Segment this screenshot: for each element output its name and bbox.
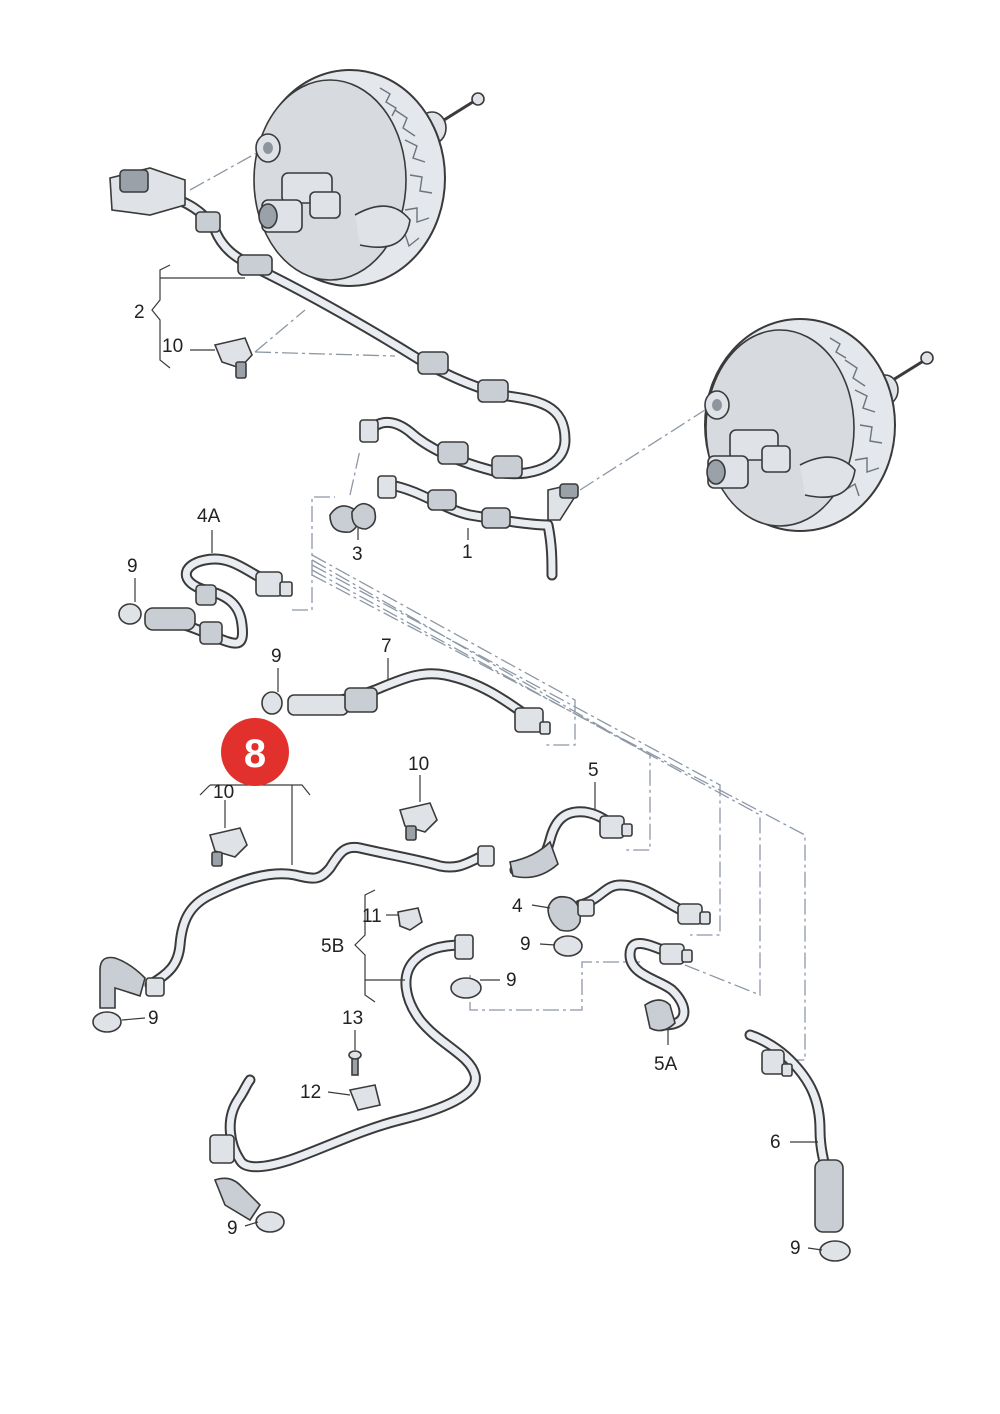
- callout-5: 5: [588, 760, 599, 781]
- hose-1: [377, 475, 579, 581]
- callout-10-left: 10: [213, 782, 234, 803]
- callout-9-hose5b: 9: [506, 970, 517, 991]
- callout-9-bottom-left: 9: [227, 1218, 238, 1239]
- callout-2: 2: [134, 302, 145, 323]
- hose-8: [99, 841, 495, 1009]
- hose-5b: [209, 934, 481, 1222]
- clamps: [92, 603, 851, 1262]
- callout-4: 4: [512, 896, 523, 917]
- brake-booster-upper: [253, 69, 485, 287]
- hose-4a: [144, 553, 293, 649]
- hose-7: [287, 668, 551, 735]
- callout-5a: 5A: [654, 1054, 678, 1075]
- hose-2: [109, 167, 571, 480]
- callout-labels: 2 10 4A 9 3 1 9 7 10 10 5 4 11 5B 9 9 9 …: [127, 302, 801, 1259]
- callout-11: 11: [362, 906, 382, 927]
- callout-5b: 5B: [321, 936, 344, 957]
- callout-9-hose7: 9: [271, 646, 282, 667]
- brake-booster-lower: [704, 318, 934, 532]
- badge-label: 8: [244, 732, 266, 776]
- holders: [208, 337, 438, 1111]
- hose-5a: [624, 938, 693, 1032]
- callout-10-mid: 10: [408, 754, 429, 775]
- hose-4: [547, 879, 711, 932]
- callout-9-hose8: 9: [148, 1008, 159, 1029]
- callout-3: 3: [352, 544, 363, 565]
- highlight-badge: 8: [221, 718, 289, 786]
- callout-9-4a: 9: [127, 556, 138, 577]
- badge-circle: [221, 718, 289, 786]
- hose-5: [509, 806, 633, 879]
- callout-9-bottom-right: 9: [790, 1238, 801, 1259]
- callout-1: 1: [462, 542, 473, 563]
- callout-6: 6: [770, 1132, 781, 1153]
- hose-6: [744, 1029, 844, 1233]
- callout-9-hose4: 9: [520, 934, 531, 955]
- callout-13: 13: [342, 1008, 363, 1029]
- callout-12: 12: [300, 1082, 321, 1103]
- callout-4a: 4A: [197, 506, 221, 527]
- group-brackets: [121, 264, 823, 1251]
- part-3-sleeves: [329, 502, 377, 533]
- callout-7: 7: [381, 636, 392, 657]
- callout-10-upper: 10: [162, 336, 183, 357]
